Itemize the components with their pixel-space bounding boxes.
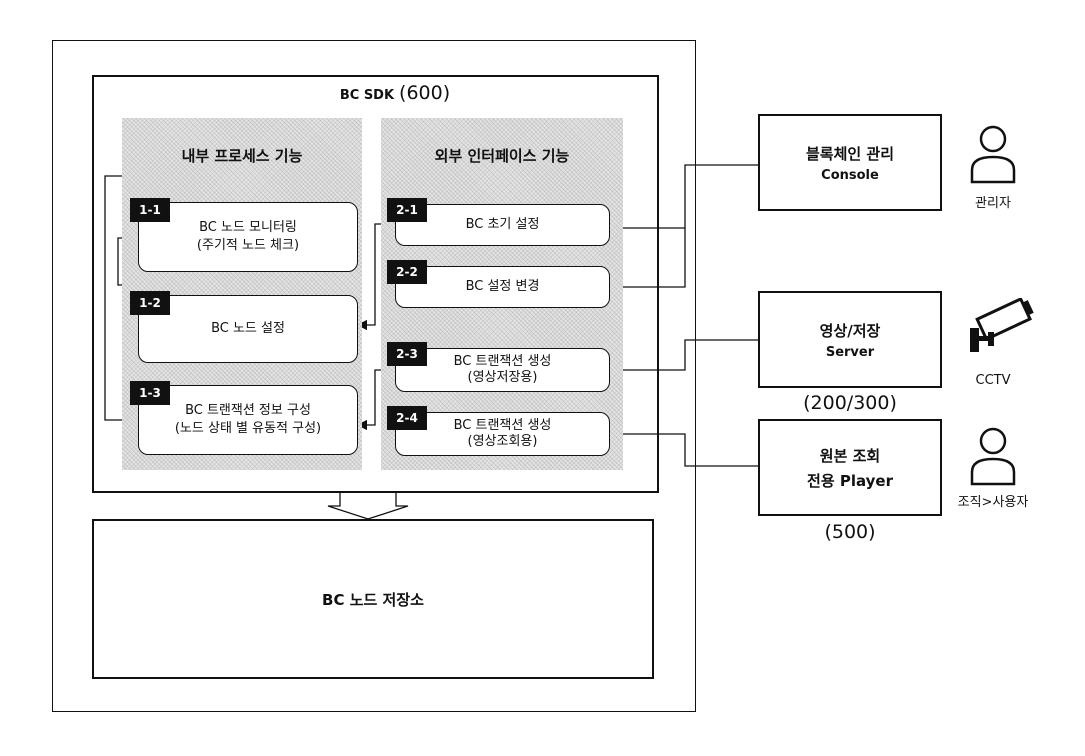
console-system: 블록체인 관리 Console (758, 114, 942, 211)
bc-node-storage: BC 노드 저장소 (92, 519, 654, 679)
server-number: (200/300) (758, 392, 942, 414)
node-1-1-line1: BC 노드 모니터링 (199, 219, 297, 237)
user-label: 조직>사용자 (940, 491, 1046, 510)
server-system: 영상/저장 Server (758, 291, 942, 388)
external-interface-title: 외부 인터페이스 기능 (381, 145, 623, 166)
node-2-2-line1: BC 설정 변경 (466, 278, 540, 296)
bc-sdk-title: BC SDK (600) (320, 82, 470, 106)
badge-1-3: 1-3 (130, 381, 170, 405)
internal-process-title: 내부 프로세스 기능 (122, 145, 362, 166)
node-1-3-line1: BC 트랜잭션 정보 구성 (185, 402, 311, 420)
badge-2-3: 2-3 (387, 342, 427, 366)
player-subtitle: 전용 Player (807, 470, 893, 491)
console-subtitle: Console (821, 168, 879, 183)
badge-1-2: 1-2 (130, 291, 170, 315)
badge-2-4: 2-4 (387, 406, 427, 430)
node-1-3-line2: (노드 상태 별 유동적 구성) (175, 420, 321, 438)
node-1-1-line2: (주기적 노드 체크) (197, 237, 299, 255)
bc-sdk-number: (600) (399, 82, 450, 104)
admin-person-icon (968, 124, 1018, 186)
node-2-1-line1: BC 초기 설정 (466, 216, 540, 234)
node-2-4: BC 트랜잭션 생성 (영상조회용) (395, 412, 610, 456)
player-number: (500) (758, 521, 942, 543)
user-person-icon (968, 426, 1018, 488)
node-2-3-line2: (영상저장용) (468, 370, 538, 386)
node-1-2: BC 노드 설정 (138, 295, 358, 363)
node-2-4-line1: BC 트랜잭션 생성 (454, 418, 552, 434)
node-1-2-line1: BC 노드 설정 (211, 320, 285, 338)
admin-label: 관리자 (948, 192, 1038, 211)
player-title: 원본 조회 (820, 445, 880, 466)
node-2-1: BC 초기 설정 (395, 204, 610, 246)
bc-node-storage-label: BC 노드 저장소 (322, 589, 424, 610)
node-2-2: BC 설정 변경 (395, 266, 610, 308)
node-2-3: BC 트랜잭션 생성 (영상저장용) (395, 348, 610, 392)
cctv-label: CCTV (948, 373, 1038, 388)
badge-2-1: 2-1 (387, 198, 427, 222)
player-system: 원본 조회 전용 Player (758, 419, 942, 516)
console-title: 블록체인 관리 (806, 143, 894, 164)
badge-2-2: 2-2 (387, 260, 427, 284)
cctv-icon (964, 298, 1038, 356)
bc-sdk-label: BC SDK (340, 88, 394, 103)
server-subtitle: Server (826, 345, 874, 360)
node-2-3-line1: BC 트랜잭션 생성 (454, 354, 552, 370)
node-1-3: BC 트랜잭션 정보 구성 (노드 상태 별 유동적 구성) (138, 385, 358, 455)
server-title: 영상/저장 (820, 320, 881, 341)
node-2-4-line2: (영상조회용) (468, 434, 538, 450)
node-1-1: BC 노드 모니터링 (주기적 노드 체크) (138, 202, 358, 272)
badge-1-1: 1-1 (130, 198, 170, 222)
